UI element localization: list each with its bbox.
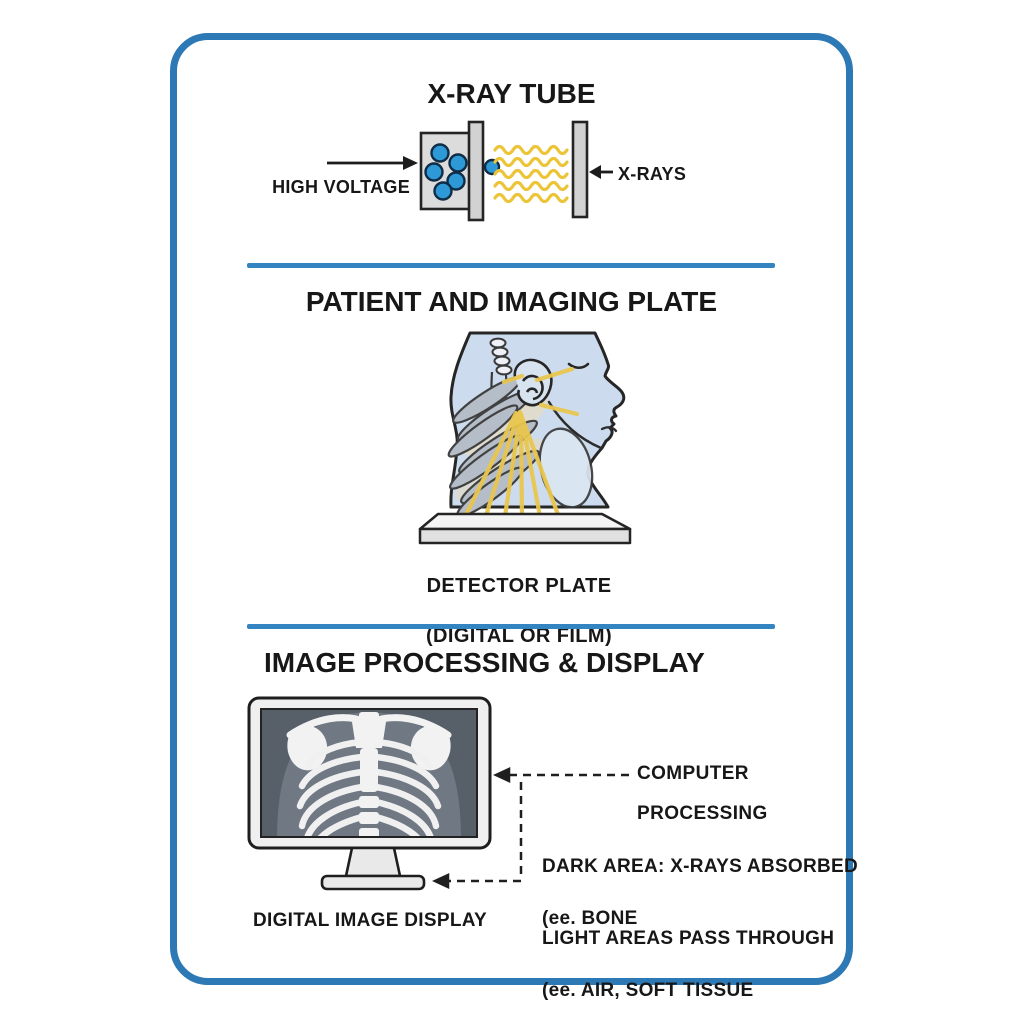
x-rays-label: X-RAYS	[618, 164, 687, 184]
x-rays-arrow-icon	[589, 165, 613, 179]
patient-section-title: PATIENT AND IMAGING PLATE	[305, 286, 718, 317]
dark-area-label: DARK AREA: X-RAYS ABSORBED (ee. BONE	[542, 828, 858, 932]
detector-plate-label: DETECTOR PLATE (DIGITAL OR FILM)	[369, 549, 669, 649]
computer-processing-label: COMPUTER PROCESSING	[637, 744, 768, 824]
diagram-card-border	[170, 33, 853, 985]
detector-label-line1: DETECTOR PLATE	[426, 575, 612, 597]
light-label-line2: (ee. AIR, SOFT TISSUE	[542, 980, 754, 1001]
electron-dots	[424, 143, 501, 201]
computer-label-line1: COMPUTER	[637, 763, 749, 784]
detector-plate-illustration	[418, 512, 632, 545]
vertebrae-icon	[489, 337, 513, 376]
monitor-stand	[344, 846, 402, 878]
section-divider	[247, 624, 775, 629]
light-label-line1: LIGHT AREAS PASS THROUGH	[542, 928, 835, 949]
ear-icon	[513, 358, 553, 407]
dark-label-line1: DARK AREA: X-RAYS ABSORBED	[542, 856, 859, 877]
eye-icon	[567, 362, 590, 370]
x-ray-waves-icon	[493, 144, 569, 204]
dashed-connectors	[432, 767, 630, 889]
digital-image-display-label: DIGITAL IMAGE DISPLAY	[253, 910, 487, 931]
high-voltage-label: HIGH VOLTAGE	[272, 177, 410, 197]
monitor-base	[320, 874, 426, 891]
monitor-illustration	[247, 696, 492, 891]
patient-illustration	[447, 331, 626, 526]
computer-label-line2: PROCESSING	[637, 803, 768, 824]
mouth-line	[600, 426, 618, 433]
dark-label-line2: (ee. BONE	[542, 908, 638, 929]
tube-section-title: X-RAY TUBE	[427, 78, 596, 109]
target-plate-bar	[571, 120, 589, 219]
light-areas-label: LIGHT AREAS PASS THROUGH (ee. AIR, SOFT …	[542, 900, 834, 1004]
high-voltage-arrow-icon	[327, 156, 418, 170]
anode-bar	[467, 120, 485, 222]
detector-label-line2: (DIGITAL OR FILM)	[425, 625, 613, 647]
chest-xray-image	[277, 712, 461, 836]
x-ray-tube-illustration	[327, 120, 613, 222]
x-ray-beams-icon	[460, 366, 580, 526]
processing-section-title: IMAGE PROCESSING & DISPLAY	[264, 647, 705, 678]
section-divider	[247, 263, 775, 268]
